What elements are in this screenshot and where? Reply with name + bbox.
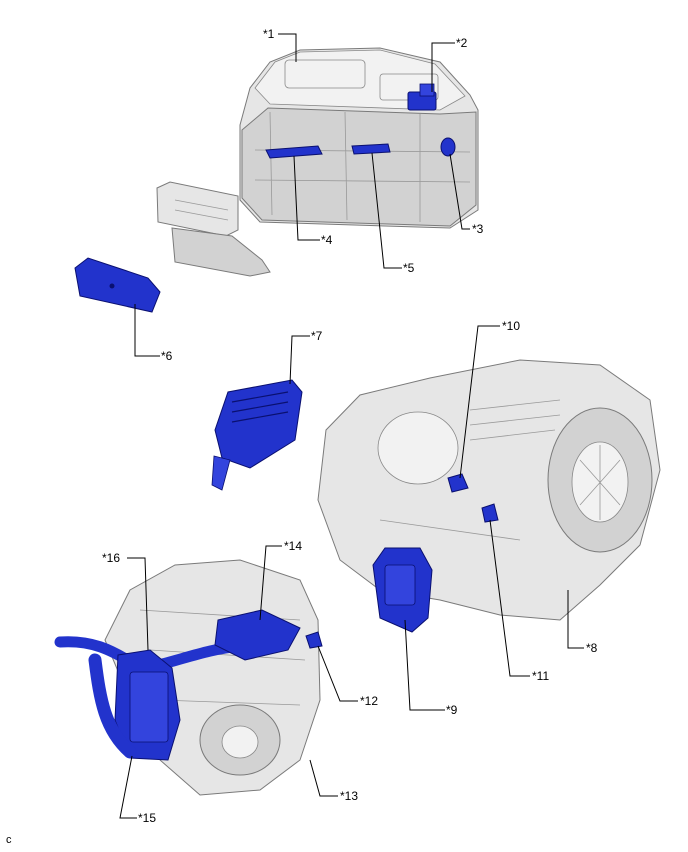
callout-6: *6 bbox=[161, 349, 173, 363]
callout-labels: *1 *2 *3 *4 *5 *6 *7 *8 *9 *10 *11 *12 *… bbox=[102, 27, 598, 825]
callout-13: *13 bbox=[340, 789, 358, 803]
bracket-7 bbox=[211, 379, 303, 491]
callout-3: *3 bbox=[472, 222, 484, 236]
callout-9: *9 bbox=[446, 703, 458, 717]
callout-12: *12 bbox=[360, 694, 378, 708]
connector-11 bbox=[481, 503, 499, 523]
callout-4: *4 bbox=[321, 233, 333, 247]
callout-1: *1 bbox=[263, 27, 275, 41]
gray-bracket bbox=[156, 181, 271, 277]
unit-16 bbox=[114, 649, 181, 761]
callout-11: *11 bbox=[532, 669, 549, 683]
leader-lines bbox=[119, 33, 584, 819]
transaxle-assembly bbox=[317, 359, 661, 621]
hose-15 bbox=[88, 653, 137, 759]
callout-10: *10 bbox=[502, 319, 520, 333]
connector-5 bbox=[351, 143, 391, 155]
callout-16: *16 bbox=[102, 551, 120, 565]
inverter-assembly bbox=[239, 47, 479, 229]
callout-2: *2 bbox=[456, 36, 468, 50]
connector-3 bbox=[440, 137, 456, 157]
connector-2 bbox=[407, 83, 437, 111]
connector-10 bbox=[447, 473, 469, 493]
corner-mark: c bbox=[6, 834, 12, 846]
connector-4 bbox=[265, 145, 323, 159]
callout-8: *8 bbox=[586, 641, 598, 655]
callout-5: *5 bbox=[403, 261, 415, 275]
callout-7: *7 bbox=[311, 329, 323, 343]
cover-6 bbox=[74, 257, 161, 313]
unit-9 bbox=[372, 547, 433, 633]
connector-12 bbox=[305, 631, 323, 649]
callout-14: *14 bbox=[284, 539, 302, 553]
callout-15: *15 bbox=[138, 811, 156, 825]
